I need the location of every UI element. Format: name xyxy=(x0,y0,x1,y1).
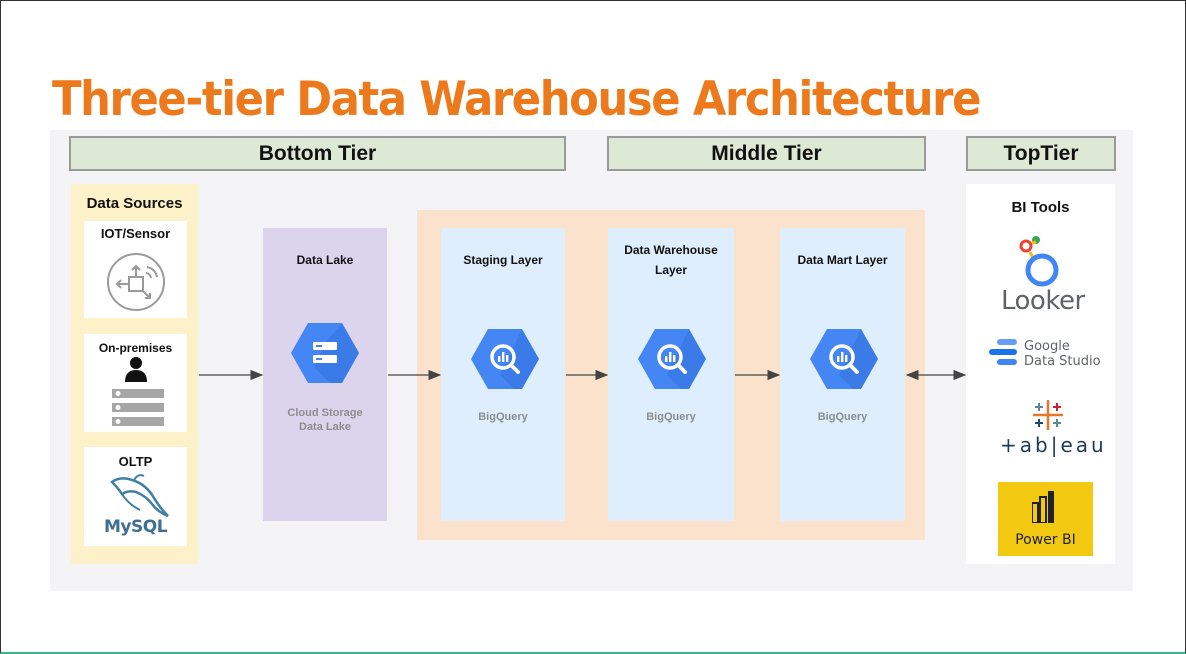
data-lake-subtitle-2: Data Lake xyxy=(299,421,351,433)
tableau-logo: +ab|eau xyxy=(1000,433,1107,457)
page-title: Three-tier Data Warehouse Architecture xyxy=(52,72,981,127)
bigquery-icon xyxy=(810,329,878,389)
bi-tools-panel: BI Tools Looker Google Data Studio +ab|e… xyxy=(966,184,1115,564)
data-warehouse-layer-title-2: Layer xyxy=(654,263,688,277)
server-icon xyxy=(112,389,164,426)
looker-logo: Looker xyxy=(1001,286,1085,316)
powerbi-icon xyxy=(1032,491,1054,523)
powerbi-label: Power BI xyxy=(1015,532,1076,548)
cloud-storage-icon xyxy=(291,323,359,383)
google-data-studio-line2: Data Studio xyxy=(1024,354,1101,369)
source-label-onprem: On-premises xyxy=(98,341,173,355)
data-warehouse-layer-panel: Data Warehouse Layer BigQuery xyxy=(608,228,734,521)
data-mart-layer-subtitle: BigQuery xyxy=(817,411,868,423)
source-card-iot: IOT/Sensor xyxy=(84,221,187,318)
data-lake-subtitle-1: Cloud Storage xyxy=(287,407,363,419)
bi-tools-title: BI Tools xyxy=(1011,199,1070,216)
source-card-oltp: OLTP MySQL xyxy=(84,447,187,546)
person-icon xyxy=(125,357,147,382)
iot-sensor-icon xyxy=(107,253,165,311)
mysql-logo: MySQL xyxy=(104,517,168,537)
staging-layer-subtitle: BigQuery xyxy=(478,411,528,423)
mysql-dolphin-icon xyxy=(110,474,169,518)
data-mart-layer-panel: Data Mart Layer BigQuery xyxy=(780,228,905,521)
data-mart-layer-title: Data Mart Layer xyxy=(797,253,888,267)
tableau-icon xyxy=(1033,400,1063,430)
data-warehouse-layer-title: Data Warehouse xyxy=(624,243,718,257)
google-data-studio-icon xyxy=(989,339,1017,365)
google-data-studio-line1: Google xyxy=(1024,339,1070,354)
data-lake-title: Data Lake xyxy=(296,253,354,267)
source-card-onprem: On-premises xyxy=(84,334,187,432)
bigquery-icon xyxy=(471,329,539,389)
staging-layer-title: Staging Layer xyxy=(463,253,543,267)
data-sources-panel: Data Sources IOT/Sensor On-premises xyxy=(71,184,198,564)
top-tier-header: TopTier xyxy=(966,136,1116,171)
data-warehouse-layer-subtitle: BigQuery xyxy=(646,411,696,423)
middle-tier-header: Middle Tier xyxy=(607,136,926,171)
source-label-oltp: OLTP xyxy=(118,454,153,469)
bigquery-icon xyxy=(638,329,706,389)
bottom-tier-header: Bottom Tier xyxy=(69,136,566,171)
powerbi-logo-box: Power BI xyxy=(998,482,1093,556)
source-label-iot: IOT/Sensor xyxy=(100,226,171,241)
data-sources-title: Data Sources xyxy=(86,195,183,212)
data-lake-panel: Data Lake Cloud Storage Data Lake xyxy=(263,228,387,521)
looker-icon xyxy=(1019,236,1059,287)
staging-layer-panel: Staging Layer BigQuery xyxy=(441,228,565,521)
